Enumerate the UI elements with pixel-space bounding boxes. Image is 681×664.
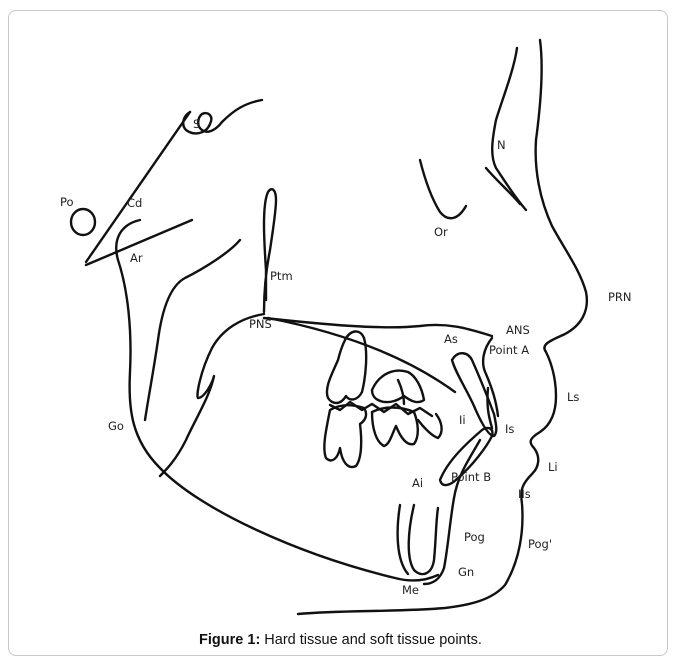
lower-premolar (418, 414, 442, 438)
label-PointB: Point B (451, 470, 491, 484)
orbit-contour (420, 160, 466, 218)
label-Ptm: Ptm (270, 269, 293, 283)
lower-molar-1 (324, 405, 366, 467)
label-Po: Po (60, 195, 74, 209)
label-Ii: Ii (459, 413, 466, 427)
symphysis-inner-2 (398, 505, 408, 574)
maxilla-posterior (160, 314, 264, 476)
soft-tissue-profile (298, 40, 587, 614)
label-Me: Me (402, 583, 419, 597)
label-PNS: PNS (249, 317, 272, 331)
upper-molar-2 (372, 371, 424, 402)
label-Or: Or (434, 225, 448, 239)
label-Pog: Pog (464, 530, 485, 544)
label-Ar: Ar (130, 251, 143, 265)
label-Cd: Cd (127, 196, 142, 210)
label-Ai: Ai (412, 476, 423, 490)
label-Ls: Ls (567, 390, 579, 404)
nasal-bone (492, 48, 526, 210)
label-IIs: IIs (518, 487, 531, 501)
label-S: S (193, 117, 200, 131)
label-PointA: Point A (489, 343, 529, 357)
label-Gn: Gn (458, 565, 474, 579)
label-Is: Is (505, 422, 514, 436)
caption-label: Figure 1: (199, 632, 260, 648)
porion-ellipse (71, 209, 95, 235)
caption-text: Hard tissue and soft tissue points. (260, 632, 482, 648)
label-Li: Li (548, 460, 558, 474)
cranial-base-line (86, 112, 190, 262)
label-PRN: PRN (608, 290, 632, 304)
nasal-inner (486, 168, 520, 204)
figure-caption: Figure 1: Hard tissue and soft tissue po… (0, 632, 681, 648)
label-N: N (497, 138, 506, 152)
label-Go: Go (108, 419, 124, 433)
symphysis-inner (409, 505, 438, 574)
palatal-lower-line (268, 318, 455, 392)
ptm-fissure (264, 189, 276, 312)
label-As: As (444, 332, 458, 346)
label-ANS: ANS (506, 323, 530, 337)
label-PogSoft: Pog' (528, 537, 552, 551)
